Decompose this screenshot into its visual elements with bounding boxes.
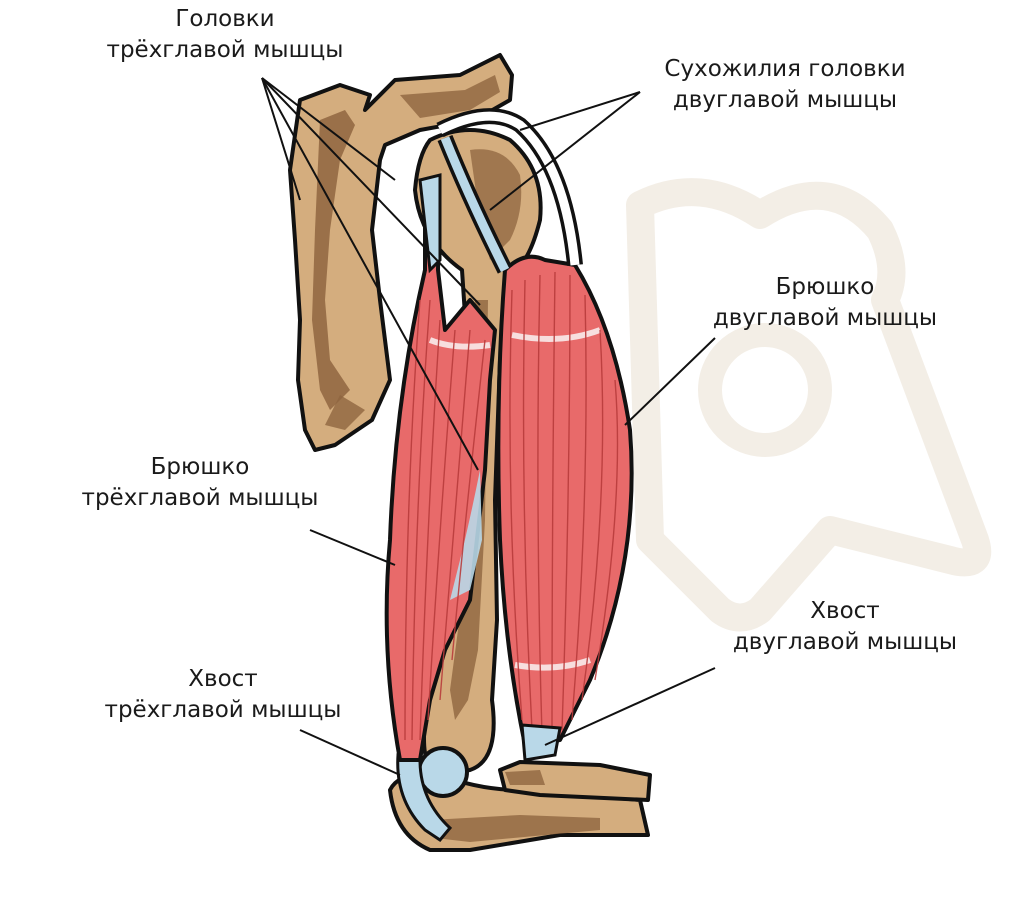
triceps-muscle	[384, 173, 497, 762]
label-triceps-tail: Хвост трёхглавой мышцы	[104, 666, 342, 723]
label-biceps-belly: Брюшко двуглавой мышцы	[712, 274, 938, 331]
label-triceps-heads: Головки трёхглавой мышцы	[106, 6, 344, 63]
watermark-logo	[626, 178, 992, 632]
triceps-tendon	[396, 753, 453, 842]
elbow-joint	[417, 746, 469, 798]
forearm-bones	[388, 746, 652, 852]
label-triceps-belly: Брюшко трёхглавой мышцы	[81, 454, 319, 511]
scapula	[288, 53, 514, 452]
leader-lines	[261, 77, 716, 776]
biceps-muscle	[496, 254, 634, 762]
label-biceps-tendons: Сухожилия головки двуглавой мышцы	[664, 56, 906, 113]
label-biceps-tail: Хвост двуглавой мышцы	[732, 598, 958, 655]
